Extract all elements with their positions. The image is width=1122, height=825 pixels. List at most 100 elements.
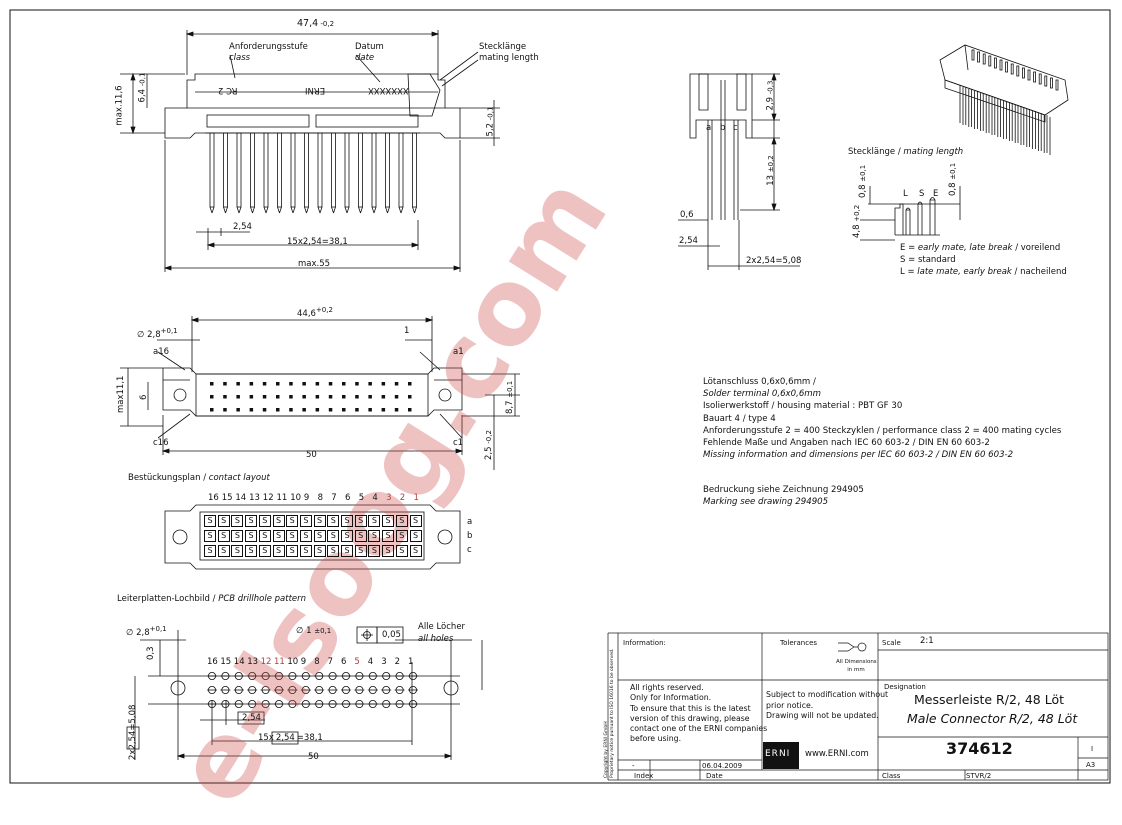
contact-dot: [249, 408, 254, 412]
contact-dot: [223, 408, 227, 412]
pcb-column-number: 3: [381, 657, 387, 667]
contact-cell: S: [354, 530, 367, 542]
drill-hole: [247, 686, 258, 695]
side-view: [678, 72, 800, 270]
all-holes-de: Alle Löcher: [418, 622, 466, 632]
iso-contact: [1005, 61, 1008, 73]
dim-44-6: 44,6+0,2: [297, 306, 333, 319]
contact-dot: [262, 408, 267, 412]
pitch: 2,54: [233, 222, 252, 232]
dim-8-7: 8,7 ±0,1: [505, 380, 515, 414]
contact-dot: [236, 408, 240, 412]
drawing-sheet: e-Isoog.com 47,4 -0,2 Anforderungsstufe …: [9, 9, 1111, 825]
website-link[interactable]: www.ERNI.com: [805, 749, 869, 759]
contact-cell: S: [286, 530, 299, 542]
sheet-border: [9, 9, 1111, 784]
designation-de: Messerleiste R/2, 48 Löt: [914, 692, 1065, 707]
dim-0-3: 0,3: [146, 646, 156, 660]
dim-6-4: 6,4 -0,1: [137, 72, 148, 103]
body-text-erni: ERNI: [305, 85, 326, 95]
drill-hole: [341, 686, 351, 695]
iso-contact: [1033, 71, 1036, 83]
contact-cell: S: [217, 545, 230, 557]
position-tol: 0,05: [382, 630, 401, 640]
contact-dot: [342, 408, 346, 412]
text-line: version of this drawing, please: [630, 713, 750, 723]
letter-s: S: [919, 189, 925, 199]
technical-drawing: [9, 9, 1111, 784]
contact-dot: [236, 395, 240, 399]
pin: [263, 132, 269, 214]
max-length: max.55: [298, 259, 331, 269]
note-line: Marking see drawing 294905: [703, 497, 829, 508]
contact-cell: S: [341, 530, 353, 542]
pin: [304, 132, 309, 214]
contact-cell: S: [327, 545, 340, 557]
contact-dot: [223, 382, 227, 386]
column-number: 10: [290, 493, 302, 503]
contact-cell: S: [382, 530, 395, 542]
contact-dot: [289, 408, 293, 412]
iso-contact: [1027, 69, 1031, 81]
drill-hole: [381, 686, 392, 695]
dim-2-9: 2,9 -0,3: [765, 80, 776, 111]
contact-dot: [368, 408, 372, 412]
pcb-column-number: 6: [341, 657, 347, 667]
note-line: Solder terminal 0,6x0,6mm: [703, 389, 822, 400]
contact-dot: [236, 382, 240, 386]
row-c: c: [733, 123, 738, 133]
contact-dot: [328, 408, 333, 412]
contact-dot: [315, 382, 320, 386]
dia-2-8: ∅ 2,8+0,1: [137, 327, 178, 340]
iso-contact: [994, 57, 997, 69]
pcb-dim-row: 2x2,54=5,08: [128, 704, 138, 760]
dim-4-8: 4,8 +0,2: [852, 204, 862, 238]
contact-cell: S: [354, 515, 367, 527]
text-line: prior notice.: [766, 700, 814, 710]
contact-cell: S: [368, 545, 381, 557]
contact-cell: S: [245, 530, 258, 542]
sheet-number: I: [1091, 745, 1094, 753]
pcb-pattern-drawing: [126, 626, 483, 760]
contact-cell: S: [204, 515, 216, 527]
label-mating-de: Stecklänge: [479, 42, 527, 52]
scale-value: 2:1: [920, 636, 934, 646]
legend-l: L = late mate, early break / nacheilend: [900, 267, 1067, 277]
text-line: Subject to modification without: [766, 690, 889, 699]
dim-13: 13 ±0,2: [765, 155, 776, 186]
dim-2-54: 2,54: [679, 236, 698, 246]
contact-dot: [394, 395, 399, 399]
contact-dot: [408, 382, 412, 386]
contact-cell: S: [204, 545, 216, 557]
row-letter: c: [467, 545, 472, 555]
overall-width: 47,4 -0,2: [297, 18, 335, 29]
drill-hole: [408, 686, 418, 695]
contact-dot: [262, 382, 267, 386]
body-text-date: XXXXXXX: [368, 85, 409, 95]
max-height: max.11,6: [114, 85, 125, 126]
contact-dot: [302, 408, 306, 412]
contact-cell: S: [368, 530, 381, 542]
drill-hole: [327, 686, 338, 695]
title-block-frame: [607, 632, 1109, 781]
contact-dot: [381, 408, 386, 412]
label-date-de: Datum: [355, 42, 384, 52]
drill-hole: [207, 686, 217, 695]
contact-cell: S: [231, 545, 244, 557]
label-mating-en: mating length: [479, 53, 539, 63]
contact-dot: [408, 395, 412, 399]
dim-0-8-b: 0,8 ±0,1: [948, 162, 958, 196]
tolerances-label: Tolerances: [780, 639, 818, 647]
dim-6: 6: [139, 394, 149, 400]
legend-s: S = standard: [900, 255, 956, 265]
row-letter: a: [467, 517, 473, 527]
pcb-dia-2-8: ∅ 2,8+0,1: [126, 625, 167, 638]
iso-contact: [1022, 67, 1025, 79]
contact-cell: S: [231, 530, 244, 542]
pcb-pitch: 2,54: [242, 713, 261, 723]
contact-cell: S: [286, 545, 299, 557]
text-line: contact one of the ERNI companies: [630, 724, 768, 734]
contact-cell: S: [395, 530, 408, 542]
pcb-dim-50: 50: [308, 752, 319, 762]
